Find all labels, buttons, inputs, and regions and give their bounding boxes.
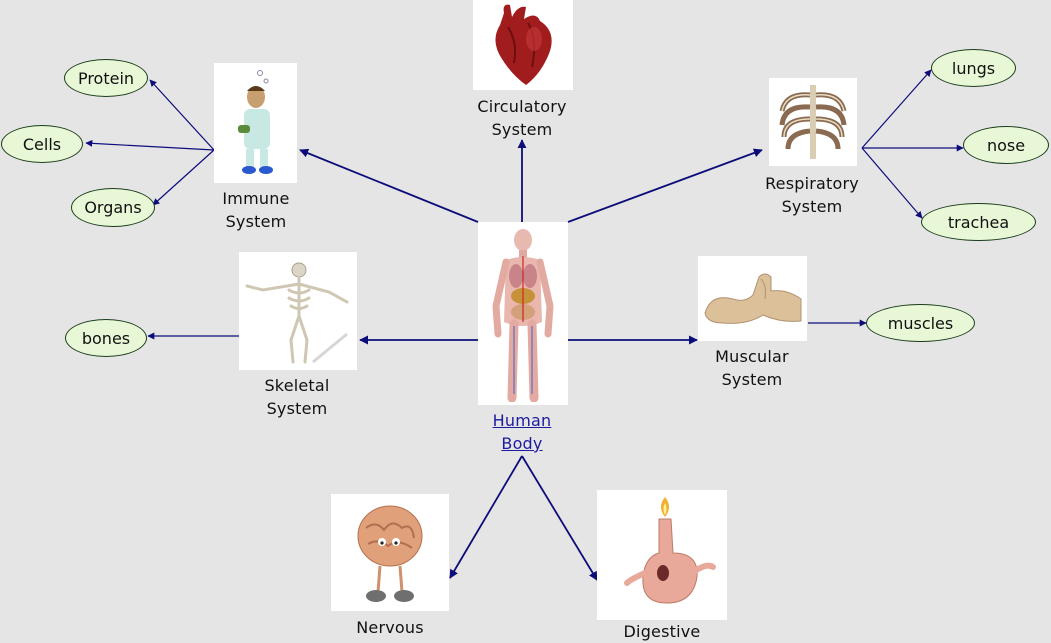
- anatomy-figure-icon: [492, 228, 554, 402]
- stomach-character-icon: [624, 497, 716, 604]
- digestive-system-label: Digestive: [623, 622, 701, 641]
- brain-character-icon: [357, 505, 423, 602]
- lungs-node: lungs: [931, 49, 1016, 87]
- heart-icon: [495, 4, 552, 86]
- edge-respiratory-lungs: [861, 69, 932, 149]
- protein-node: Protein: [64, 59, 148, 97]
- organs-label: Organs: [84, 198, 142, 217]
- edge-immune-cells: [85, 139, 215, 151]
- muscles-label: muscles: [887, 313, 954, 333]
- brain-image: [331, 494, 449, 611]
- bones-label: bones: [81, 328, 131, 348]
- edge-immune-protein: [149, 79, 215, 151]
- human-body-image[interactable]: [478, 222, 568, 405]
- nose-label: nose: [986, 135, 1026, 155]
- edge-body-nervous: [449, 455, 523, 579]
- cells-node: Cells: [1, 125, 83, 163]
- stomach-image: [597, 490, 727, 620]
- edge-respiratory-trachea: [861, 147, 923, 219]
- immune-image: [214, 63, 297, 183]
- cells-label: Cells: [22, 134, 62, 154]
- ribcage-icon: [779, 85, 847, 159]
- muscle-arm-image: [698, 256, 807, 341]
- muscles-node: muscles: [866, 304, 975, 342]
- ribcage-image: [769, 78, 857, 166]
- heart-image: [473, 0, 573, 90]
- nervous-system-label: Nervous: [356, 618, 424, 637]
- lungs-label: lungs: [951, 58, 996, 78]
- sick-person-icon: [237, 70, 273, 174]
- trachea-label: trachea: [947, 212, 1010, 232]
- edge-body-digestive: [521, 455, 598, 581]
- trachea-node: trachea: [921, 203, 1036, 241]
- connector-layer: [85, 69, 964, 581]
- nose-node: nose: [963, 126, 1049, 164]
- bones-node: bones: [65, 319, 147, 357]
- edge-body-respiratory: [567, 148, 763, 223]
- edge-body-immune: [299, 148, 479, 223]
- organs-node: Organs: [71, 188, 155, 227]
- flexed-arm-icon: [703, 273, 801, 324]
- skeleton-image: [239, 252, 357, 370]
- edge-immune-organs: [152, 149, 215, 206]
- skeleton-icon: [245, 262, 349, 364]
- protein-label: Protein: [77, 68, 135, 88]
